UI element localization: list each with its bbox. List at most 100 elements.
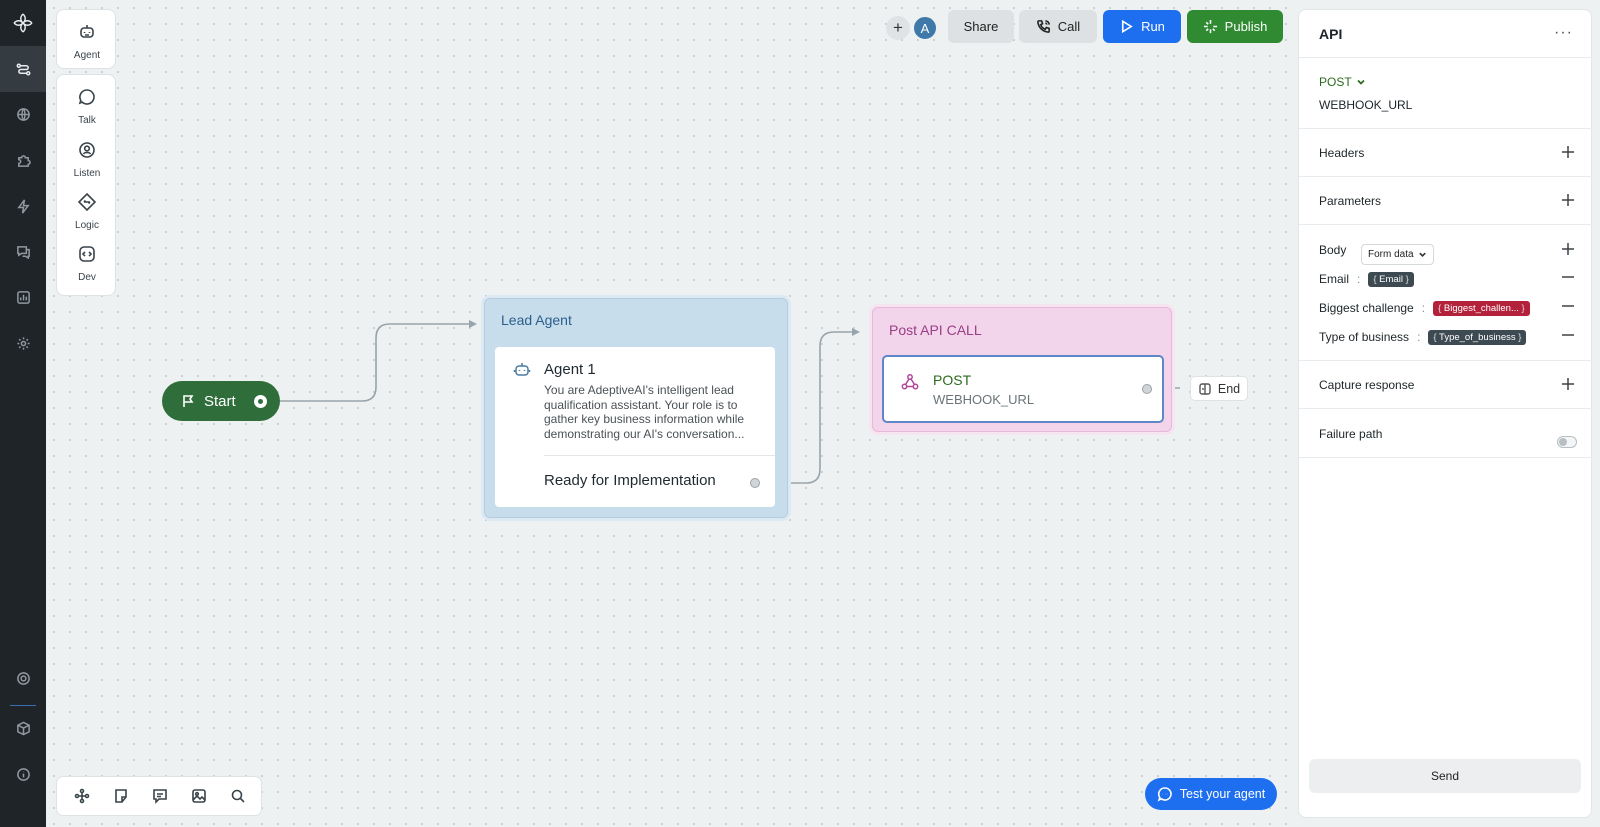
run-button[interactable]: Run: [1103, 10, 1181, 43]
panel-title: API: [1319, 26, 1343, 42]
api-output-port[interactable]: [1142, 384, 1152, 394]
divider: [1299, 57, 1593, 58]
body-type-select[interactable]: Form data: [1361, 244, 1434, 265]
exit-condition-label: Ready for Implementation: [544, 472, 716, 489]
chevron-down-icon: [1418, 252, 1426, 257]
start-to-lead-connector: [276, 323, 469, 402]
add-capture-icon[interactable]: [1561, 377, 1575, 391]
send-button[interactable]: Send: [1309, 759, 1581, 793]
add-collaborator-button[interactable]: +: [886, 16, 910, 40]
publish-label: Publish: [1224, 19, 1268, 34]
diamond-branch-icon: [77, 192, 97, 212]
method-dropdown[interactable]: POST: [1319, 75, 1366, 89]
flow-canvas[interactable]: Agent Talk Listen Logic Dev + A Share Ca…: [46, 0, 1298, 827]
remove-field-icon[interactable]: [1561, 328, 1575, 342]
auto-layout-icon[interactable]: [74, 788, 92, 806]
request-url: WEBHOOK_URL: [933, 392, 1035, 407]
agent-name: Agent 1: [544, 361, 596, 378]
agent-description: You are AdeptiveAI's intelligent lead qu…: [544, 383, 745, 441]
variable-tag[interactable]: Email: [1368, 272, 1414, 288]
search-icon[interactable]: [230, 788, 248, 806]
divider: [1299, 128, 1593, 129]
phone-icon: [1036, 20, 1050, 33]
robot-icon: [80, 25, 94, 38]
listen-tool[interactable]: Listen: [57, 140, 117, 181]
post-api-title: Post API CALL: [889, 322, 982, 338]
test-agent-button[interactable]: Test your agent: [1145, 778, 1277, 810]
field-name: Type of business: [1319, 330, 1410, 344]
share-button[interactable]: Share: [948, 10, 1014, 43]
add-header-icon[interactable]: [1561, 145, 1575, 159]
remove-field-icon[interactable]: [1561, 299, 1575, 313]
headers-label: Headers: [1319, 146, 1365, 160]
api-config-panel: API ··· POST WEBHOOK_URL Headers Paramet…: [1298, 9, 1593, 818]
globe-icon[interactable]: [0, 91, 46, 137]
lightning-icon[interactable]: [0, 183, 46, 229]
run-label: Run: [1141, 19, 1165, 34]
info-icon[interactable]: [0, 751, 46, 797]
body-field-biggest-challenge[interactable]: Biggest challenge:Biggest_challen...: [1319, 301, 1530, 317]
exit-door-icon: [1199, 382, 1211, 395]
divider: [544, 455, 775, 456]
dev-tool[interactable]: Dev: [57, 244, 117, 285]
divider: [1299, 224, 1593, 225]
dev-tool-label: Dev: [78, 272, 96, 283]
sticky-note-icon[interactable]: [113, 788, 131, 806]
talk-tool[interactable]: Talk: [57, 87, 117, 128]
webhook-icon: [900, 372, 920, 397]
exit-output-port[interactable]: [750, 478, 760, 488]
variable-tag[interactable]: Biggest_challen...: [1433, 301, 1530, 317]
field-name: Email: [1319, 272, 1350, 286]
parameters-label: Parameters: [1319, 194, 1382, 208]
more-options-icon[interactable]: ···: [1554, 24, 1573, 41]
agent-tool-label: Agent: [73, 50, 101, 61]
agent-tool[interactable]: Agent: [57, 22, 117, 63]
add-parameter-icon[interactable]: [1561, 193, 1575, 207]
url-field[interactable]: WEBHOOK_URL: [1319, 98, 1413, 112]
body-field-email[interactable]: Email:Email: [1319, 272, 1414, 288]
rail-divider: [10, 705, 36, 706]
cube-icon[interactable]: [0, 705, 46, 751]
add-body-field-icon[interactable]: [1561, 242, 1575, 256]
body-field-type-of-business[interactable]: Type of business:Type_of_business: [1319, 330, 1527, 346]
variable-tag[interactable]: Type_of_business: [1428, 330, 1527, 346]
lead-agent-title: Lead Agent: [501, 312, 572, 328]
canvas-toolbar: [56, 776, 262, 816]
end-node[interactable]: End: [1190, 376, 1248, 401]
remove-field-icon[interactable]: [1561, 270, 1575, 284]
post-api-node[interactable]: Post API CALL POST WEBHOOK_URL: [872, 307, 1172, 432]
settings-icon[interactable]: [0, 320, 46, 366]
start-output-port[interactable]: [254, 395, 267, 408]
start-node[interactable]: Start: [162, 381, 280, 421]
target-icon[interactable]: [0, 655, 46, 701]
method-value: POST: [1319, 75, 1352, 89]
body-label: Body: [1319, 243, 1347, 257]
node-palette: Talk Listen Logic Dev: [56, 74, 116, 296]
capture-response-label: Capture response: [1319, 378, 1415, 392]
chat-icon[interactable]: [0, 228, 46, 274]
comment-icon[interactable]: [152, 788, 170, 806]
logic-tool-label: Logic: [75, 220, 99, 231]
puzzle-icon[interactable]: [0, 137, 46, 183]
call-button[interactable]: Call: [1019, 10, 1097, 43]
listen-tool-label: Listen: [73, 168, 101, 179]
failure-path-toggle[interactable]: [1557, 436, 1577, 448]
lead-agent-node[interactable]: Lead Agent Agent 1 You are AdeptiveAI's …: [484, 298, 788, 518]
failure-path-label: Failure path: [1319, 427, 1383, 441]
flows-icon[interactable]: [0, 46, 46, 92]
api-request-card[interactable]: POST WEBHOOK_URL: [882, 355, 1164, 423]
analytics-icon[interactable]: [0, 274, 46, 320]
app-logo-icon[interactable]: [0, 0, 46, 46]
share-label: Share: [963, 19, 999, 34]
publish-button[interactable]: Publish: [1187, 10, 1283, 43]
image-icon[interactable]: [191, 788, 209, 806]
avatar[interactable]: A: [912, 15, 938, 41]
agent-card[interactable]: Agent 1 You are AdeptiveAI's intelligent…: [495, 347, 775, 507]
chevron-down-icon: [1357, 79, 1365, 85]
agent-palette: Agent: [56, 9, 116, 69]
divider: [1299, 408, 1593, 409]
body-type-value: Form data: [1368, 249, 1414, 260]
divider: [1299, 176, 1593, 177]
flag-icon: [183, 395, 194, 407]
logic-tool[interactable]: Logic: [57, 192, 117, 233]
